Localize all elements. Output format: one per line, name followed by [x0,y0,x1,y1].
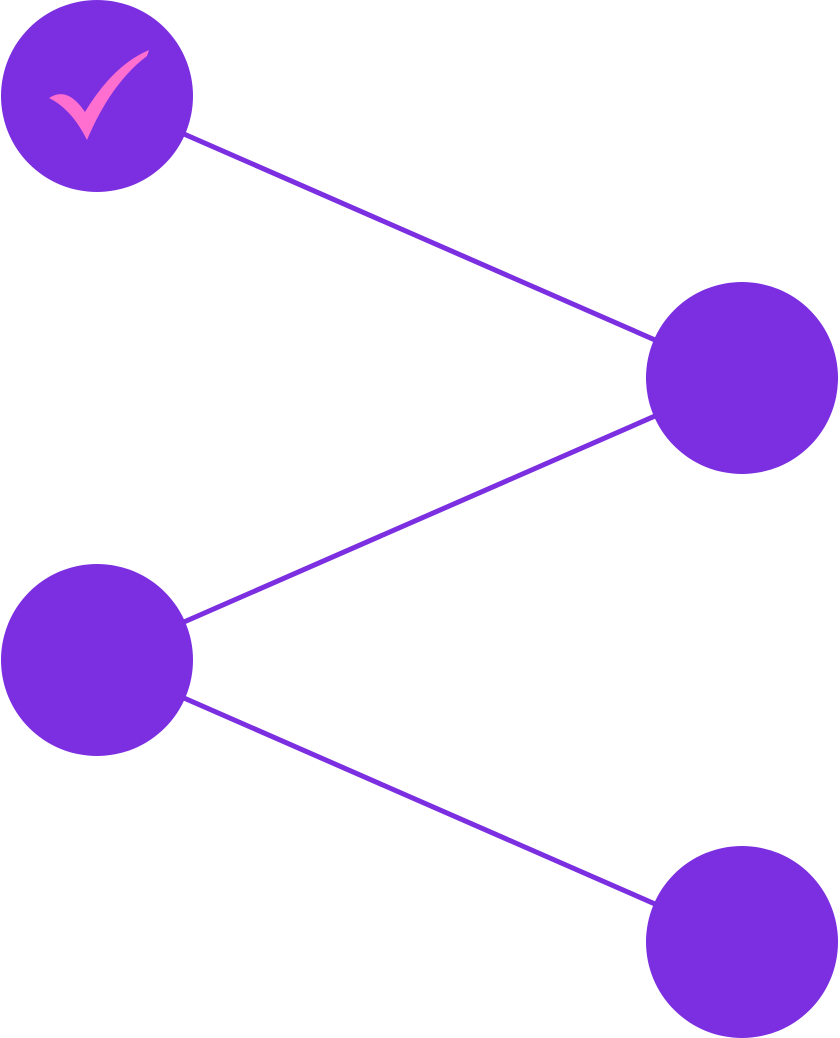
step-circle-4 [646,846,838,1038]
step-node-1 [1,0,193,192]
checkmark-icon [49,50,149,140]
step-circle-3 [1,564,193,756]
step-node-2 [646,282,838,474]
connector-line-3 [95,657,744,945]
connector-line-1 [95,93,744,381]
step-circle-2 [646,282,838,474]
connectors-layer [95,93,744,945]
step-node-3 [1,564,193,756]
step-node-4 [646,846,838,1038]
connector-line-2 [95,375,744,663]
